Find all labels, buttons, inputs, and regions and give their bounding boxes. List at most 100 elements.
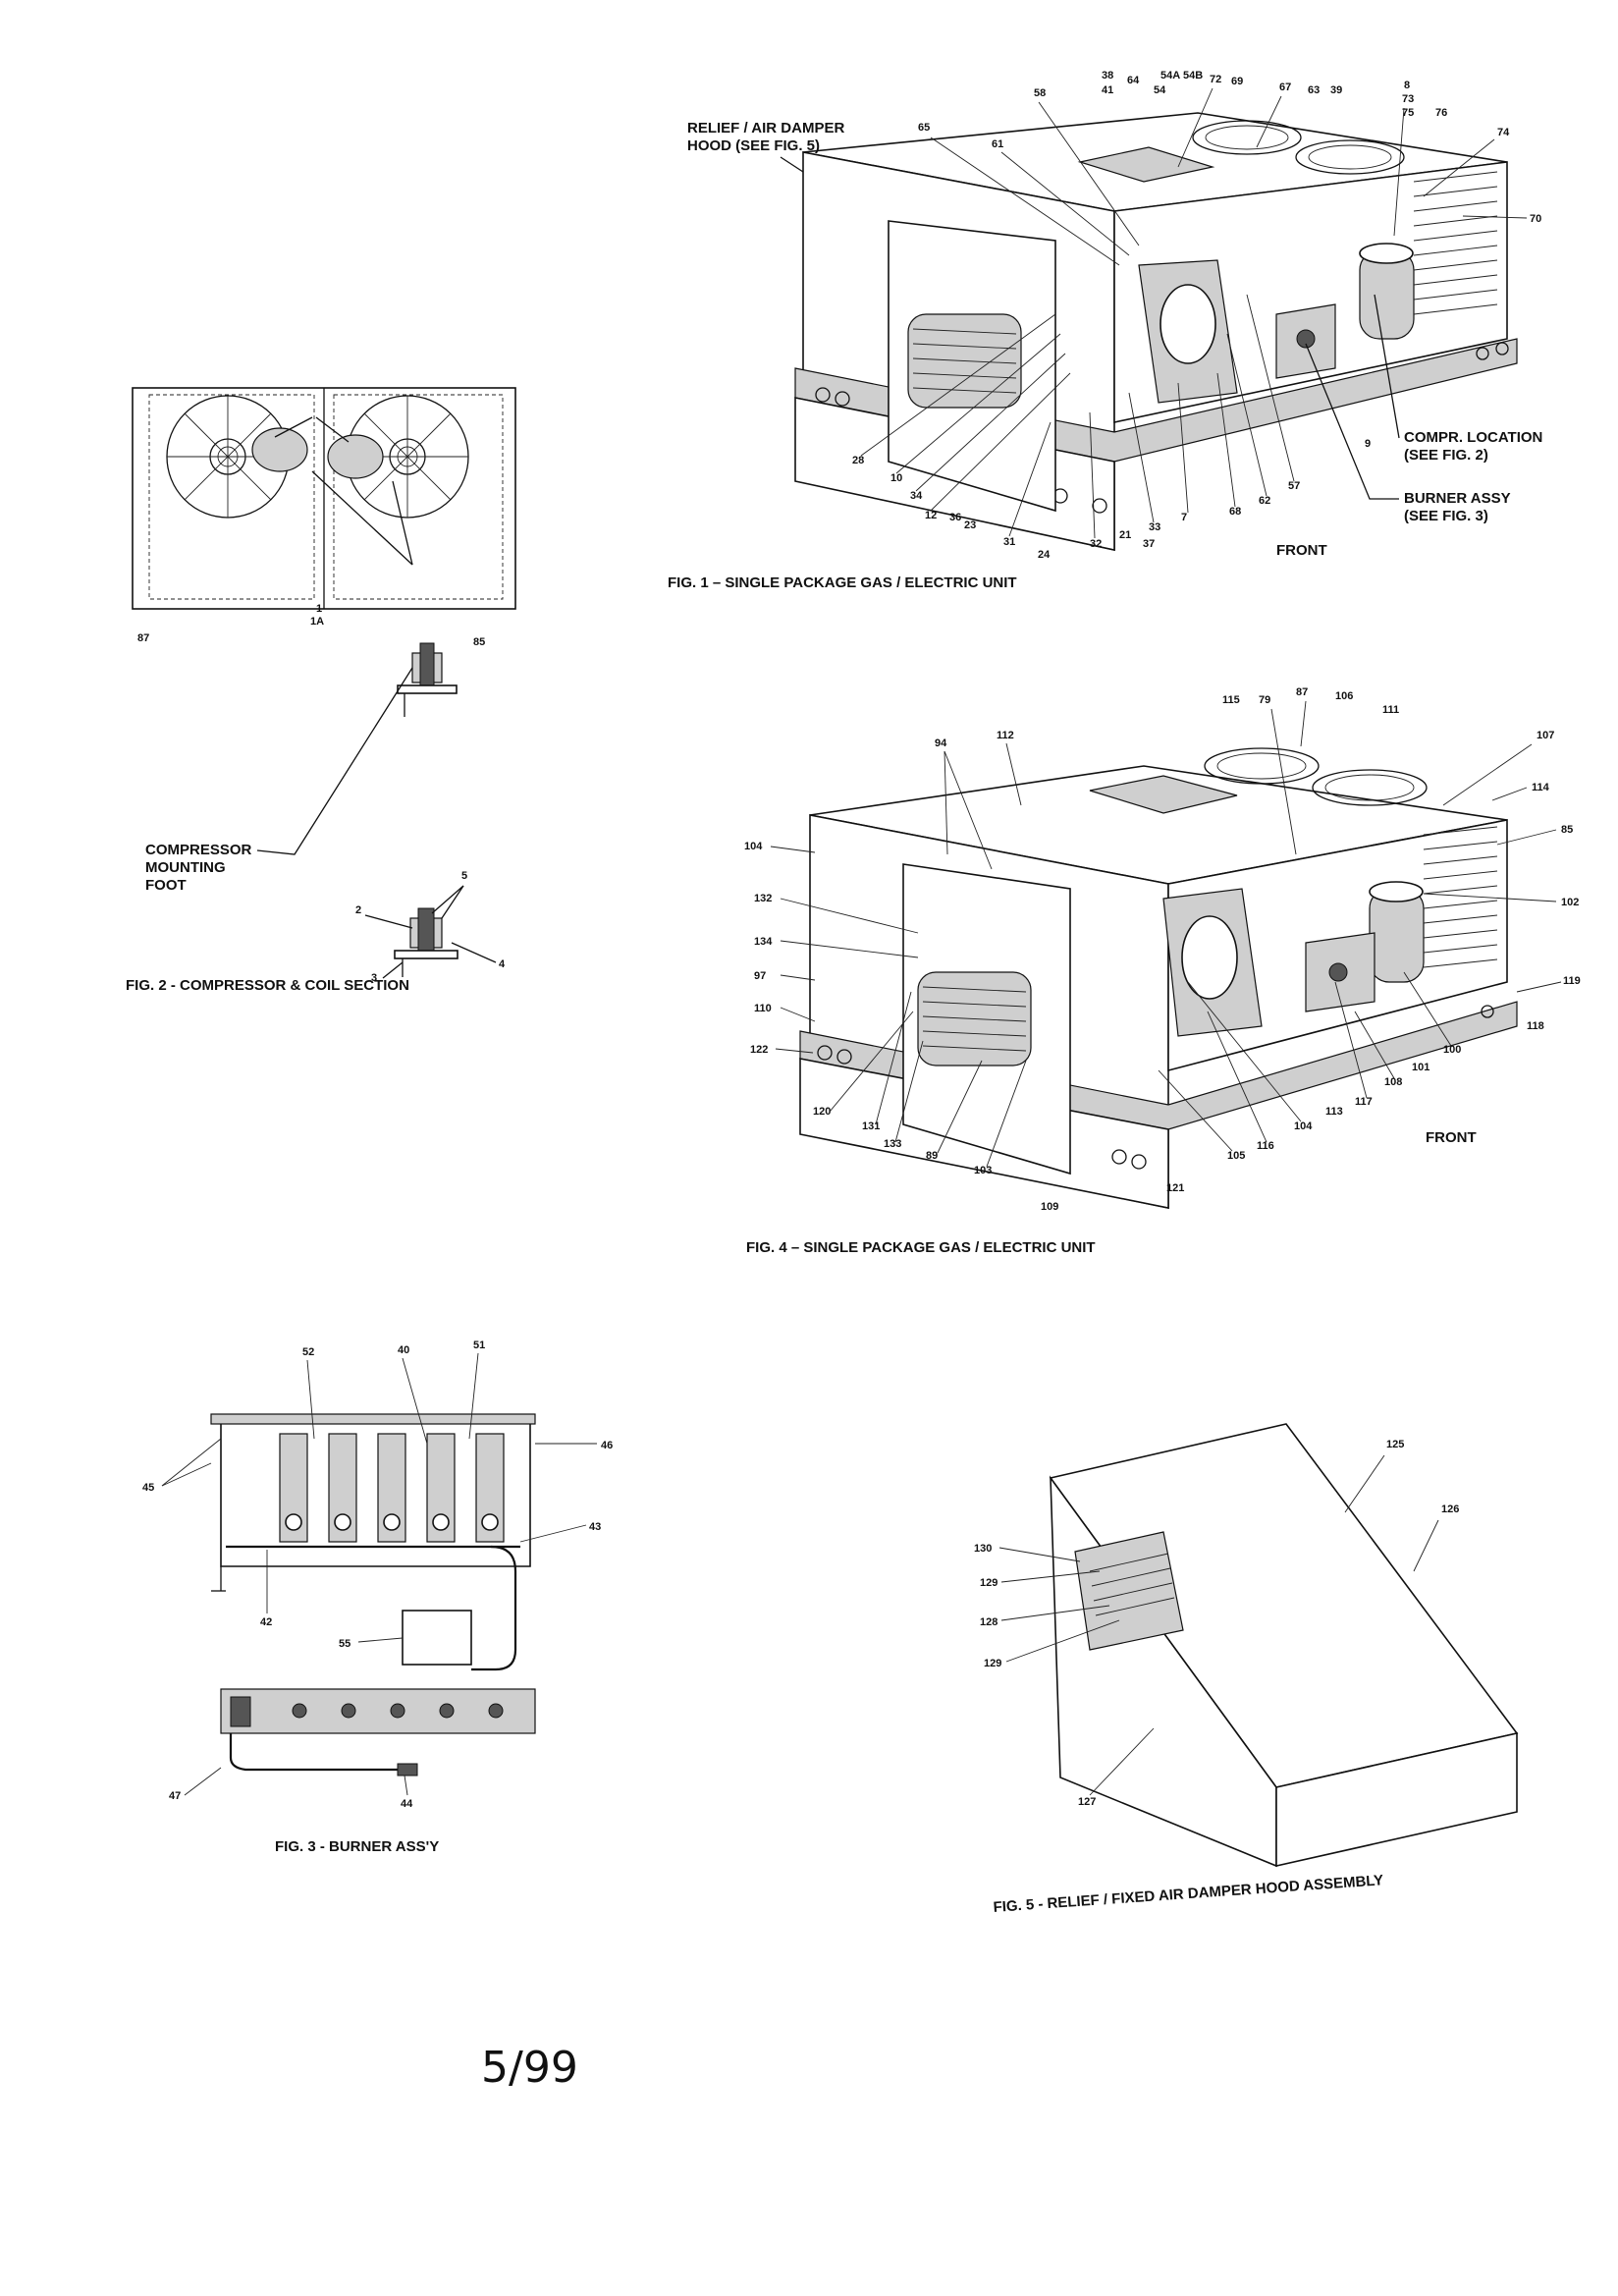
fig1-front-label: FRONT [1276, 542, 1327, 559]
callout: 58 [1034, 87, 1046, 99]
callout: 33 [1149, 521, 1160, 533]
fig5-caption: FIG. 5 - RELIEF / FIXED AIR DAMPER HOOD … [993, 1872, 1384, 1916]
callout: 41 [1102, 84, 1113, 96]
callout: 64 [1127, 75, 1140, 86]
fig1-compr-location-label-2: (SEE FIG. 2) [1404, 447, 1488, 464]
callout: 110 [754, 1003, 772, 1014]
callout: 109 [1041, 1201, 1058, 1213]
fig4-condenser-fans [1204, 747, 1428, 806]
fig2-foot-label-1: COMPRESSOR [145, 842, 252, 858]
callout: 117 [1355, 1096, 1373, 1108]
callout: 102 [1561, 897, 1579, 908]
fig4-front-label: FRONT [1426, 1129, 1477, 1146]
fig5-damper-blades [1089, 1553, 1175, 1616]
callout: 113 [1325, 1106, 1343, 1118]
callout: 120 [813, 1106, 831, 1118]
callout: 89 [926, 1150, 938, 1162]
callout: 119 [1563, 975, 1581, 987]
callout: 129 [980, 1577, 998, 1589]
callout: 23 [964, 519, 976, 531]
callout: 12 [925, 510, 937, 521]
callout: 9 [1365, 438, 1371, 450]
fig4-condenser-coil [1423, 826, 1498, 968]
fig1-condenser-fans [1192, 120, 1405, 175]
callout: 51 [473, 1339, 485, 1351]
fig1-blower-housing [1138, 259, 1238, 404]
callout: 42 [260, 1616, 272, 1628]
fig1-burner-assy-label-1: BURNER ASSY [1404, 490, 1511, 507]
fig1-condenser-coil [1413, 171, 1498, 315]
callout: 8 [1404, 80, 1410, 91]
fig4-burner-box [1305, 932, 1375, 1012]
callout: 112 [997, 730, 1014, 741]
callout: 76 [1435, 107, 1447, 119]
callout: 133 [884, 1138, 901, 1150]
callout: 43 [589, 1521, 601, 1533]
callout: 3 [371, 972, 377, 984]
callout: 101 [1412, 1062, 1429, 1073]
callout: 57 [1288, 480, 1300, 492]
fig1-relief-hood-label-1: RELIEF / AIR DAMPER [687, 120, 844, 137]
fig3-gas-orifice [397, 1763, 418, 1777]
callout: 126 [1441, 1503, 1459, 1515]
callout: 24 [1038, 549, 1051, 561]
fig5-callouts: 125 126 130 129 128 129 127 [974, 1439, 1459, 1808]
fig2-fan-left [166, 395, 290, 519]
callout: 74 [1497, 127, 1510, 138]
callout: 104 [1294, 1121, 1313, 1132]
callout: 21 [1119, 529, 1131, 541]
fig2-foot-detail [364, 885, 497, 979]
fig1-leader-lines [860, 87, 1528, 539]
fig3-manifold-bar [220, 1688, 536, 1734]
callout: 107 [1537, 730, 1554, 741]
fig1-burner-box [1275, 303, 1336, 379]
callout: 40 [398, 1344, 409, 1356]
callout: 65 [918, 122, 930, 134]
page-code: 5/99 [481, 2043, 578, 2093]
callout: 37 [1143, 538, 1155, 550]
fig1-relief-hood-label-2: HOOD (SEE FIG. 5) [687, 137, 820, 154]
callout: 44 [401, 1798, 413, 1810]
fig2-compressor-coil-section: COMPRESSOR MOUNTING FOOT FIG. 2 - COMPRE… [126, 387, 516, 994]
callout: 104 [744, 841, 763, 852]
callout: 125 [1386, 1439, 1404, 1450]
callout: 115 [1222, 694, 1240, 706]
fig2-caption: FIG. 2 - COMPRESSOR & COIL SECTION [126, 977, 409, 994]
callout: 32 [1090, 538, 1102, 550]
callout: 79 [1259, 694, 1270, 706]
callout: 68 [1229, 506, 1241, 518]
callout: 69 [1231, 76, 1243, 87]
fig1-compr-location-label-1: COMPR. LOCATION [1404, 429, 1542, 446]
callout: 39 [1330, 84, 1342, 96]
callout: 85 [473, 636, 485, 648]
fig3-callouts: 52 40 51 46 45 43 42 55 47 44 [142, 1339, 613, 1810]
callout: 106 [1335, 690, 1353, 702]
callout: 67 [1279, 82, 1291, 93]
fig4-single-package-unit: FRONT FIG. 4 – SINGLE PACKAGE GAS / ELEC… [744, 686, 1581, 1256]
callout: 34 [910, 490, 923, 502]
fig4-relief-hood [1089, 775, 1238, 814]
callout: 52 [302, 1346, 314, 1358]
callout: 1A [310, 616, 324, 628]
callout: 128 [980, 1616, 998, 1628]
fig1-burner-assy-label-2: (SEE FIG. 3) [1404, 508, 1488, 524]
callout: 62 [1259, 495, 1270, 507]
fig1-callouts: 38 41 54A 54B 72 69 64 54 67 63 39 8 73 … [852, 70, 1541, 561]
callout: 73 [1402, 93, 1414, 105]
fig2-mounting-foot [397, 642, 458, 717]
fig3-gas-valve [402, 1610, 472, 1666]
fig1-evaporator-coil [907, 313, 1022, 409]
callout: 121 [1166, 1182, 1184, 1194]
callout: 45 [142, 1482, 154, 1494]
fig1-compressor [1359, 243, 1415, 340]
callout: 46 [601, 1440, 613, 1451]
callout: 130 [974, 1543, 992, 1555]
callout: 2 [355, 904, 361, 916]
fig3-caption: FIG. 3 - BURNER ASS'Y [275, 1838, 439, 1855]
callout: 1 [316, 603, 322, 615]
callout: 94 [935, 738, 947, 749]
callout: 116 [1257, 1140, 1274, 1152]
fig4-blower-housing [1162, 888, 1263, 1037]
fig1-single-package-unit: RELIEF / AIR DAMPER HOOD (SEE FIG. 5) CO… [668, 70, 1542, 591]
callout: 103 [974, 1165, 992, 1176]
